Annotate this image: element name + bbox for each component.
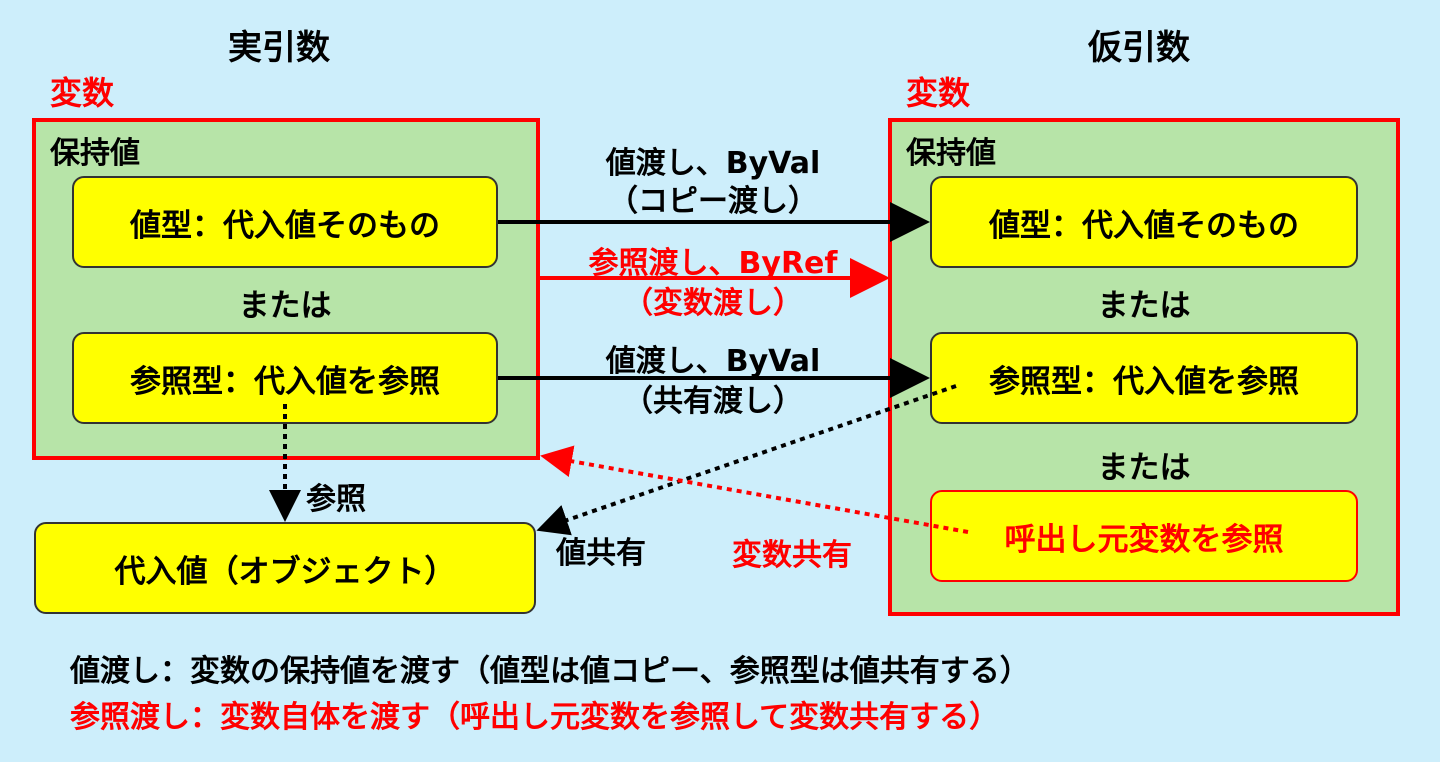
byref-label: 参照渡し、ByRef	[588, 246, 838, 281]
left-or-label: または	[238, 288, 332, 324]
right-reference-type-box: 参照型：代入値を参照	[930, 332, 1358, 424]
value-share-label: 値共有	[556, 536, 646, 571]
assigned-object-box: 代入値（オブジェクト）	[34, 522, 536, 614]
variable-pass-label: （変数渡し）	[623, 286, 803, 321]
variable-share-dotted-arrow	[540, 445, 969, 534]
formal-argument-heading: 仮引数	[1088, 28, 1190, 68]
share-pass-label: （共有渡し）	[623, 384, 803, 419]
byval-copy-label: 値渡し、ByVal	[605, 146, 821, 181]
left-holding-value-label: 保持値	[50, 136, 140, 171]
byval-footnote: 値渡し：変数の保持値を渡す（値型は値コピー、参照型は値共有する）	[70, 654, 1030, 689]
left-value-type-box: 値型：代入値そのもの	[72, 176, 498, 268]
variable-share-label: 変数共有	[732, 538, 852, 573]
value-share-dotted-arrow	[536, 384, 957, 536]
right-or-label-1: または	[1097, 288, 1191, 324]
byref-footnote: 参照渡し：変数自体を渡す（呼出し元変数を参照して変数共有する）	[70, 700, 1000, 735]
actual-argument-heading: 実引数	[228, 28, 330, 68]
right-holding-value-label: 保持値	[906, 136, 996, 171]
reference-label: 参照	[306, 482, 366, 517]
copy-pass-label: （コピー渡し）	[608, 184, 818, 219]
left-variable-label: 変数	[50, 74, 115, 112]
right-or-label-2: または	[1097, 450, 1191, 486]
right-variable-label: 変数	[906, 74, 971, 112]
caller-variable-reference-box: 呼出し元変数を参照	[930, 490, 1358, 582]
byval-share-label: 値渡し、ByVal	[605, 344, 821, 379]
right-value-type-box: 値型：代入値そのもの	[930, 176, 1358, 268]
